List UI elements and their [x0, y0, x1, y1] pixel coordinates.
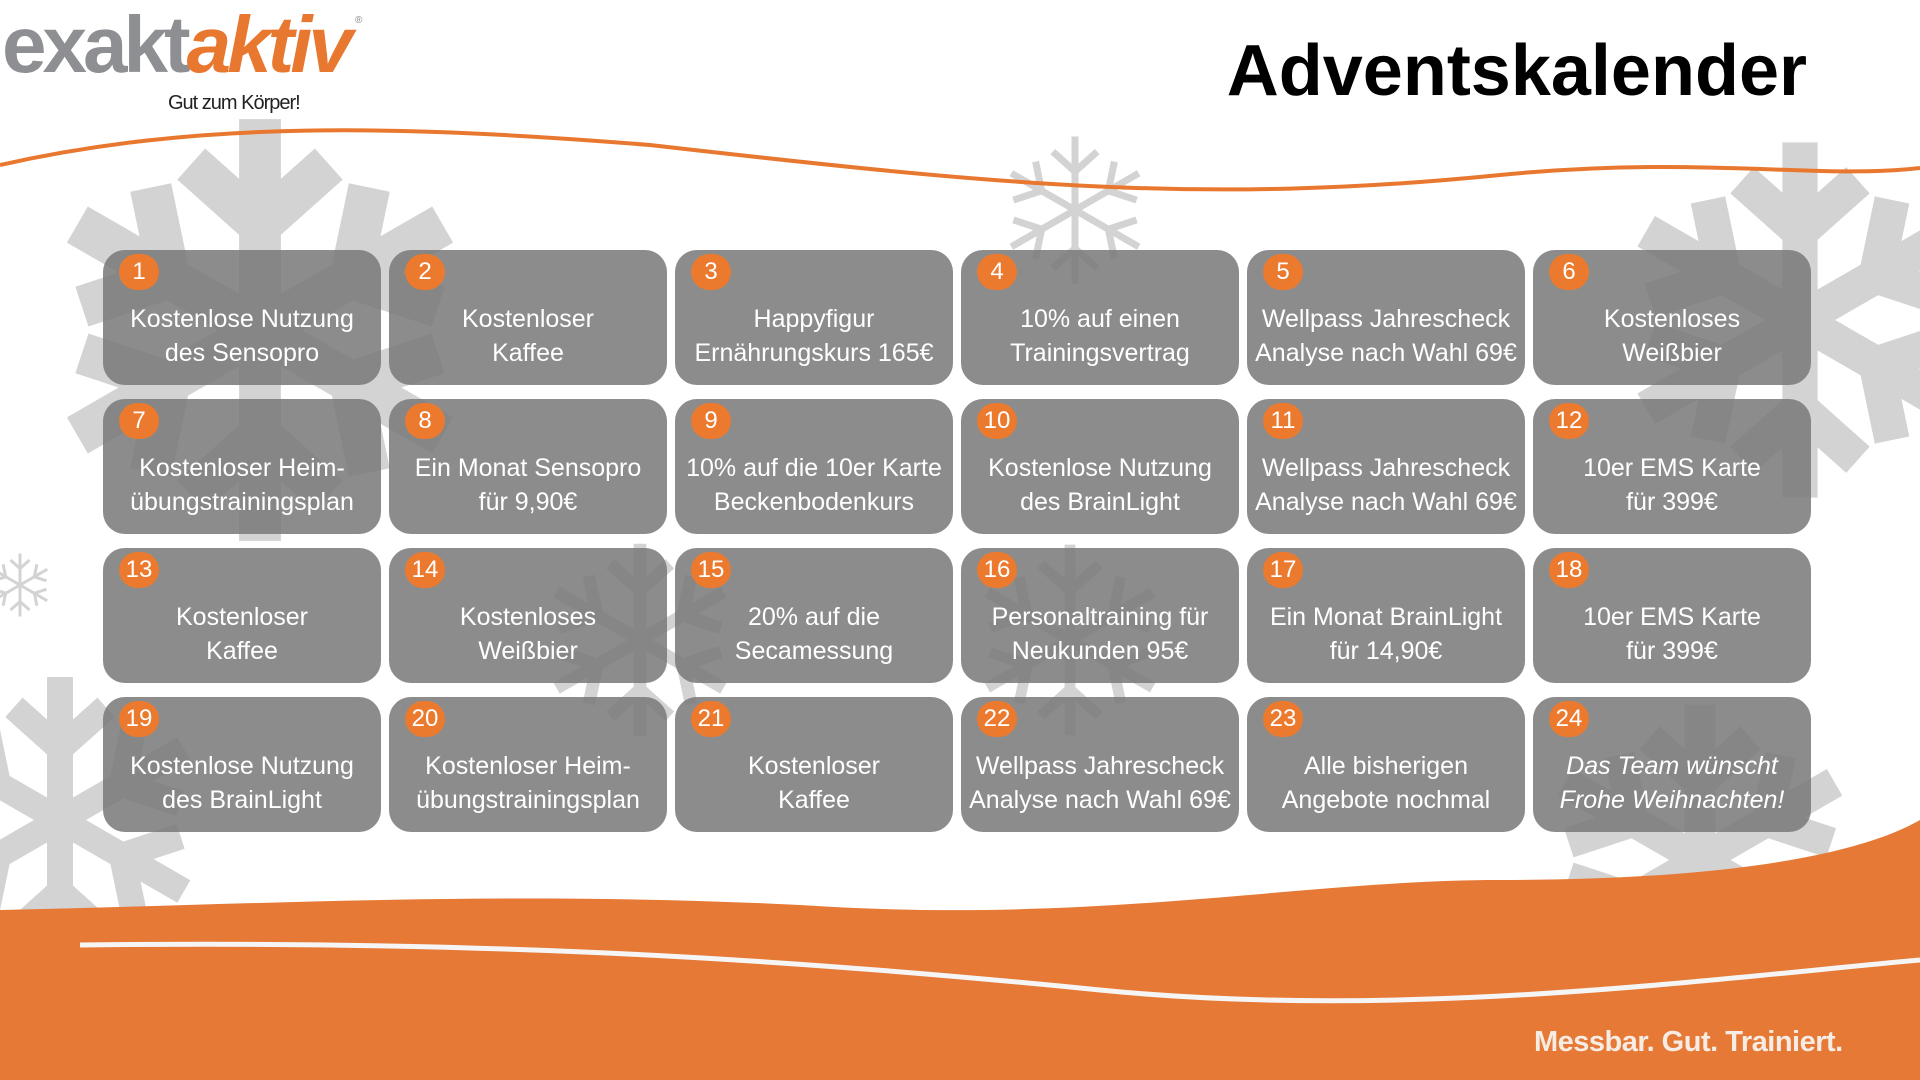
- door-number-badge: 5: [1263, 254, 1303, 290]
- door-offer-text: Kostenloser Kaffee: [747, 751, 881, 814]
- door-number-badge: 11: [1263, 403, 1303, 439]
- door-number-badge: 7: [119, 403, 159, 439]
- door-number-badge: 4: [977, 254, 1017, 290]
- logo-wordmark: exaktaktiv®: [2, 5, 362, 85]
- door-number-badge: 6: [1549, 254, 1589, 290]
- door-number-badge: 19: [119, 701, 159, 737]
- door-number-badge: 2: [405, 254, 445, 290]
- door-offer-text: 10er EMS Karte für 399€: [1583, 602, 1761, 665]
- door-number-badge: 9: [691, 403, 731, 439]
- door-offer-text: Kostenloses Weißbier: [1603, 304, 1741, 367]
- door-number-badge: 17: [1263, 552, 1303, 588]
- door-number-badge: 23: [1263, 701, 1303, 737]
- logo-exakt: exakt: [2, 0, 191, 89]
- snowflake-icon: [0, 555, 50, 615]
- door-offer-text: Kostenloser Heim- übungstrainingsplan: [416, 751, 640, 814]
- door-offer-text: Das Team wünscht Frohe Weihnachten!: [1559, 751, 1785, 814]
- door-offer-text: Wellpass Jahrescheck Analyse nach Wahl 6…: [1255, 304, 1517, 367]
- door-offer-text: 10% auf die 10er Karte Beckenbodenkurs: [686, 453, 942, 516]
- door-offer-text: Happyfigur Ernährungskurs 165€: [694, 304, 934, 367]
- door-offer-text: Kostenloser Heim- übungstrainingsplan: [130, 453, 354, 516]
- door-number-badge: 24: [1549, 701, 1589, 737]
- door-offer-text: 20% auf die Secamessung: [734, 602, 894, 665]
- door-number-badge: 15: [691, 552, 731, 588]
- slogan: Messbar. Gut. Trainiert.: [1534, 1026, 1843, 1058]
- door-offer-text: Wellpass Jahrescheck Analyse nach Wahl 6…: [969, 751, 1231, 814]
- bottom-wave: [0, 820, 1920, 1080]
- door-offer-text: Personaltraining für Neukunden 95€: [991, 602, 1209, 665]
- door-number-badge: 18: [1549, 552, 1589, 588]
- bottom-wave-highlight: [79, 941, 1920, 1004]
- door-offer-text: Kostenloses Weißbier: [459, 602, 597, 665]
- door-offer-text: Ein Monat Sensopro für 9,90€: [414, 453, 642, 516]
- door-number-badge: 20: [405, 701, 445, 737]
- top-wave-line: [0, 128, 1920, 192]
- door-number-badge: 1: [119, 254, 159, 290]
- door-offer-text: Kostenloser Kaffee: [175, 602, 309, 665]
- door-offer-text: Kostenloser Kaffee: [461, 304, 595, 367]
- door-offer-text: Kostenlose Nutzung des BrainLight: [988, 453, 1212, 516]
- registered-mark: ®: [354, 15, 363, 26]
- door-offer-text: Kostenlose Nutzung des BrainLight: [130, 751, 354, 814]
- door-offer-text: Wellpass Jahrescheck Analyse nach Wahl 6…: [1255, 453, 1517, 516]
- calendar-door-12[interactable]: 12 10er EMS Karte für 399€: [1533, 399, 1811, 534]
- logo-aktiv: aktiv: [186, 0, 353, 89]
- door-number-badge: 22: [977, 701, 1017, 737]
- door-number-badge: 14: [405, 552, 445, 588]
- logo: exaktaktiv® Gut zum Körper!: [0, 5, 362, 120]
- door-number-badge: 8: [405, 403, 445, 439]
- door-number-badge: 10: [977, 403, 1017, 439]
- door-number-badge: 16: [977, 552, 1017, 588]
- page-title: Adventskalender: [1226, 31, 1807, 111]
- calendar-door-4[interactable]: 4 10% auf einen Trainingsvertrag: [961, 250, 1239, 385]
- door-offer-text: Alle bisherigen Angebote nochmal: [1281, 751, 1491, 814]
- door-number-badge: 21: [691, 701, 731, 737]
- door-number-badge: 3: [691, 254, 731, 290]
- door-number-badge: 12: [1549, 403, 1589, 439]
- door-offer-text: 10% auf einen Trainingsvertrag: [1010, 304, 1190, 367]
- calendar-door-9[interactable]: 9 10% auf die 10er Karte Beckenbodenkurs: [675, 399, 953, 534]
- door-offer-text: Kostenlose Nutzung des Sensopro: [130, 304, 354, 367]
- calendar-door-18[interactable]: 18 10er EMS Karte für 399€: [1533, 548, 1811, 683]
- door-offer-text: Ein Monat BrainLight für 14,90€: [1269, 602, 1503, 665]
- logo-tagline: Gut zum Körper!: [168, 92, 301, 114]
- door-number-badge: 13: [119, 552, 159, 588]
- door-offer-text: 10er EMS Karte für 399€: [1583, 453, 1761, 516]
